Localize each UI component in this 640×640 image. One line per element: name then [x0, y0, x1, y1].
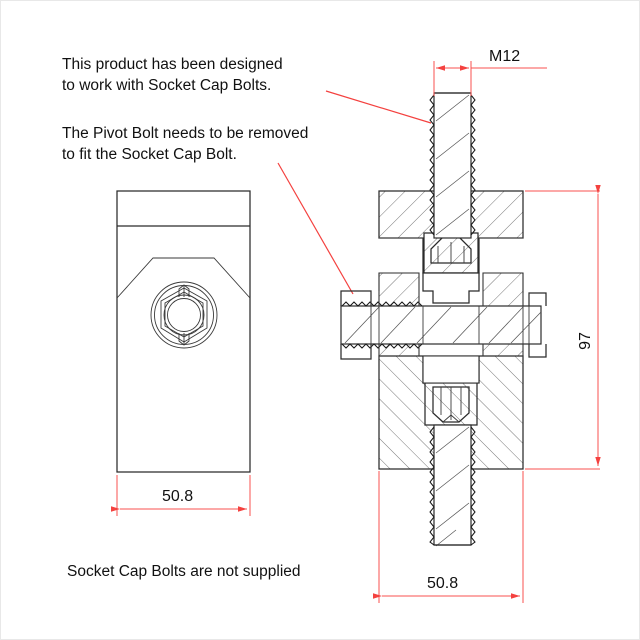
dimension-m12-label: M12 — [489, 48, 520, 65]
note1-line2: to work with Socket Cap Bolts. — [62, 77, 271, 94]
leader-line-socket-cap — [325, 90, 432, 124]
dimension-left-width: 50.8 — [111, 475, 251, 516]
leader-line-pivot-bolt — [277, 162, 354, 295]
lower-socket-head — [432, 386, 470, 423]
dimension-m12-thread: M12 — [433, 48, 547, 96]
section-internal-detail — [378, 237, 524, 359]
dimension-right-width: 50.8 — [373, 471, 524, 603]
note-block-primary: This product has been designed to work w… — [62, 56, 283, 94]
section-view-assembly — [340, 92, 547, 547]
socket-cap-bolt-upper-thread — [429, 92, 476, 239]
dimension-overall-height: 97 — [525, 185, 601, 470]
note1-line1: This product has been designed — [62, 56, 283, 73]
pivot-bolt-horizontal — [340, 290, 547, 360]
note-block-secondary: The Pivot Bolt needs to be removed to fi… — [62, 125, 308, 163]
socket-cap-bolt-lower-thread — [429, 424, 476, 547]
left-elevation-view — [116, 190, 251, 473]
footer-note: Socket Cap Bolts are not supplied — [67, 563, 301, 580]
dimension-overall-height-label: 97 — [577, 332, 594, 350]
note2-line2: to fit the Socket Cap Bolt. — [62, 146, 237, 163]
dimension-left-width-label: 50.8 — [162, 488, 193, 505]
socket-cap-bolt-head-front — [150, 281, 218, 349]
note2-line1: The Pivot Bolt needs to be removed — [62, 125, 308, 142]
dimension-right-width-label: 50.8 — [427, 575, 458, 592]
